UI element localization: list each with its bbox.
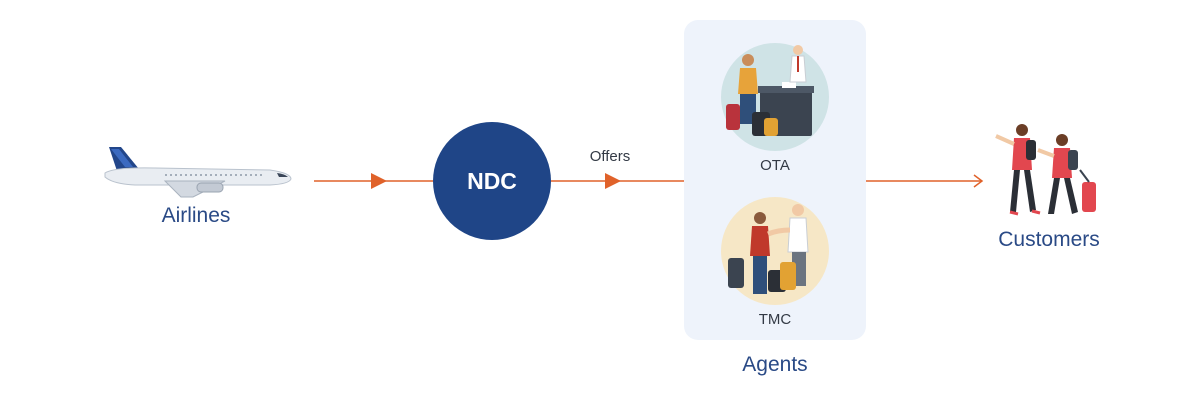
airlines-label: Airlines <box>161 204 231 227</box>
ota-label: OTA <box>760 157 790 174</box>
customers-label: Customers <box>998 228 1100 251</box>
ndc-node: NDC <box>433 122 551 240</box>
tmc-label: TMC <box>758 311 792 328</box>
agents-label: Agents <box>742 353 808 376</box>
handshake-icon <box>721 197 829 305</box>
travel-desk-icon <box>721 43 829 151</box>
ndc-label: NDC <box>467 167 517 194</box>
airplane-icon <box>104 147 292 198</box>
offers-label: Offers <box>589 148 631 165</box>
travelers-icon <box>995 124 1096 216</box>
